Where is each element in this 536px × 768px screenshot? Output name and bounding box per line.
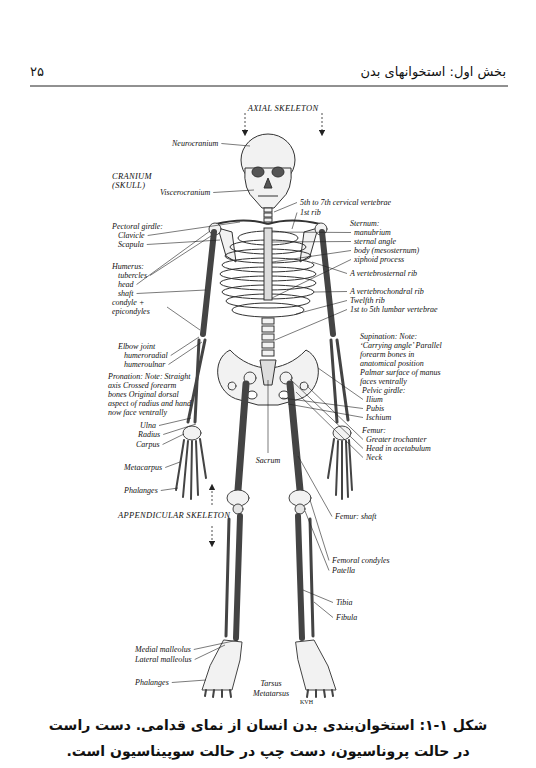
text-label: Tarsus — [260, 679, 281, 688]
leader-line — [172, 680, 206, 683]
text-label: Supination: Note: ‘Carrying angle’ Paral… — [360, 332, 442, 386]
part-label: shaft — [118, 289, 134, 298]
text-label: ۲۵ — [30, 64, 44, 80]
part-label: Phalanges — [124, 486, 158, 495]
leader-line — [272, 232, 351, 234]
leader-line — [318, 368, 363, 400]
text-label: AXIAL SKELETON — [248, 104, 319, 113]
text-label: Pelvic girdle: — [362, 386, 405, 395]
leader-line — [272, 241, 351, 243]
text-label: Sternum: — [350, 219, 379, 228]
part-label: head — [118, 280, 134, 289]
part-label: Radius — [138, 430, 160, 439]
part-label: condyle + epicondyles — [112, 298, 164, 316]
text-label: CRANIUM (SKULL) — [112, 172, 170, 190]
part-label: Medial malleolus — [135, 645, 191, 654]
leader-line — [272, 251, 351, 263]
part-label: Phalanges — [135, 678, 169, 687]
part-label: Greater trochanter — [366, 435, 427, 444]
leader-line — [303, 590, 333, 603]
part-label: Neck — [366, 453, 382, 462]
leader-line — [194, 640, 238, 650]
part-label: Twelfth rib — [350, 296, 385, 305]
leader-line — [312, 262, 347, 274]
part-label: 1st rib — [300, 208, 321, 217]
leader-line — [314, 291, 347, 293]
leader-line — [147, 240, 220, 245]
part-label: A vertebrochondral rib — [350, 287, 424, 296]
leader-line — [213, 190, 254, 193]
leader-line — [274, 203, 297, 213]
part-label: Carpus — [136, 440, 160, 449]
part-label: tubercles — [118, 271, 147, 280]
part-label: A vertebrosternal rib — [350, 269, 417, 278]
part-label: 1st to 5th lumbar vertebrae — [350, 305, 438, 314]
part-label: Scapula — [118, 240, 144, 249]
leader-line — [282, 398, 363, 409]
part-label: Viscerocranium — [160, 188, 210, 197]
part-label: Ulna — [140, 421, 156, 430]
part-label: Head in acetabulum — [366, 444, 431, 453]
part-label: 5th to 7th cervical vertebrae — [300, 198, 391, 207]
leader-line — [290, 379, 363, 449]
figure-caption: شکل ۱-۱: استخوان‌بندی بدن انسان از نمای … — [40, 712, 496, 764]
text-label: KVH — [300, 699, 313, 706]
leader-line — [161, 488, 178, 491]
part-label: Clavicle — [118, 231, 145, 240]
leader-line — [167, 307, 200, 330]
leader-line — [163, 424, 196, 435]
text-label: Elbow joint — [118, 342, 155, 351]
part-label: humeroulnar — [124, 360, 165, 369]
part-label: Patella — [332, 566, 355, 575]
leader-line — [165, 462, 180, 468]
part-label: body (mesosternum) — [354, 246, 419, 255]
leader-line — [221, 144, 250, 147]
part-label: manubrium — [354, 228, 391, 237]
leader-line — [308, 387, 363, 440]
part-label: Metacarpus — [124, 463, 162, 472]
part-label: Fibula — [336, 613, 357, 622]
leader-line — [150, 236, 211, 276]
part-label: Femur: shaft — [335, 512, 377, 521]
text-label: Metatarsus — [253, 689, 289, 698]
leader-line — [137, 231, 210, 285]
leader-line — [296, 301, 347, 315]
leader-line — [288, 404, 363, 418]
text-label: APPENDICULAR SKELETON — [118, 511, 230, 520]
text-label: Femur: — [362, 426, 386, 435]
leader-line — [268, 380, 269, 453]
text-label: Humerus: — [112, 262, 144, 271]
text-label: Pectoral girdle: — [112, 222, 163, 231]
part-label: Neurocranium — [172, 139, 218, 148]
part-label: Pubis — [366, 404, 384, 413]
text-label: بخش اول: استخوانهای بدن — [360, 64, 506, 80]
leader-line — [296, 392, 363, 458]
leader-line — [292, 213, 297, 230]
leader-line — [159, 418, 191, 426]
part-label: Femoral condyles — [332, 556, 390, 565]
part-label: Sacrum — [255, 456, 281, 465]
leader-line — [298, 456, 332, 517]
part-label: humeroradial — [124, 351, 168, 360]
leader-line — [168, 342, 202, 365]
part-label: Ilium — [366, 395, 383, 404]
text-label: Pronation: Note: Straight axis Crossed f… — [108, 372, 192, 417]
part-label: Ischium — [366, 413, 391, 422]
part-label: Lateral malleolus — [135, 655, 192, 664]
part-label: sternal angle — [354, 237, 396, 246]
leader-line — [275, 310, 347, 341]
part-label: xiphoid process — [354, 255, 404, 264]
leader-line — [163, 434, 184, 445]
leader-line — [314, 602, 333, 618]
leader-line — [195, 645, 225, 660]
leader-line — [272, 260, 351, 299]
part-label: Tibia — [336, 598, 352, 607]
leader-line — [305, 511, 329, 571]
leader-line — [137, 290, 206, 294]
leader-line — [171, 337, 199, 356]
